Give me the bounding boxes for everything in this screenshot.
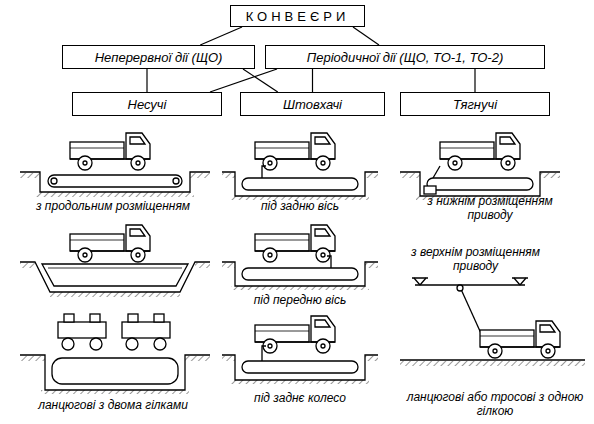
caption-label: з нижнім розміщенням приводу (415, 194, 565, 222)
type-box: Штовхачі (240, 92, 385, 116)
connector-line (312, 69, 313, 92)
connector-line (243, 69, 278, 92)
caption-label: з продольним розміщенням (13, 199, 213, 213)
node-text: Штовхачі (277, 97, 348, 112)
connector-line (474, 69, 475, 92)
caption-label: під задню вісь (225, 199, 375, 213)
connector-line (353, 27, 379, 45)
caption-label: з верхнім розміщенням приводу (393, 245, 558, 273)
connector-line (200, 27, 242, 45)
title-box: КОНВЕЄРИ (230, 5, 365, 27)
caption-label: під передню вісь (225, 293, 375, 307)
caption-label: ланцюгові або тросові з одною гілкою (405, 390, 585, 418)
node-text: КОНВЕЄРИ (240, 9, 356, 24)
caption-label: ланцюгові з двома гілками (13, 398, 213, 412)
node-text: Періодичної дії (ЩО, ТО-1, ТО-2) (301, 50, 509, 65)
category-box: Неперервної дії (ЩО) (62, 45, 255, 69)
node-text: Несучі (122, 97, 173, 112)
connector-line (146, 69, 147, 92)
category-box: Періодичної дії (ЩО, ТО-1, ТО-2) (265, 45, 545, 69)
node-text: Тягнучі (447, 97, 503, 112)
caption-label: під заднє колесо (225, 391, 375, 405)
connector-line (210, 69, 277, 92)
type-box: Тягнучі (400, 92, 550, 116)
node-text: Неперервної дії (ЩО) (89, 50, 229, 65)
type-box: Несучі (72, 92, 222, 116)
